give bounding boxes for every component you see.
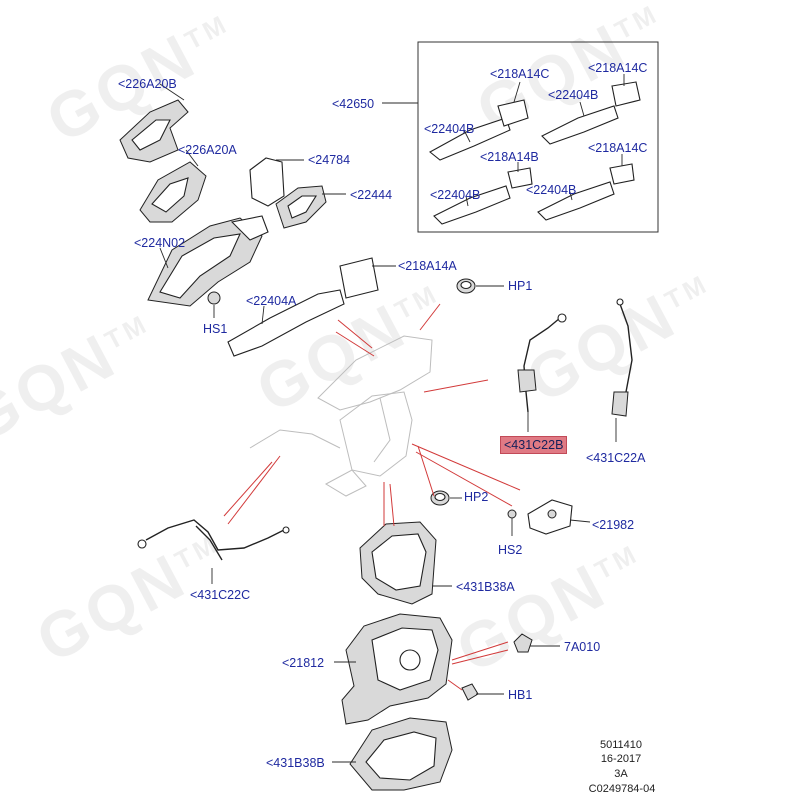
part-HS2: [507, 509, 517, 536]
ghost-door-assembly: [249, 335, 433, 497]
part-HP2: [430, 490, 462, 506]
label-kit-218A14B: <218A14B: [480, 150, 539, 164]
label-HB1: HB1: [508, 688, 533, 702]
part-24784: [249, 157, 304, 207]
label-kit-22404B-2: <22404B: [548, 88, 599, 102]
part-224N02: [147, 215, 269, 307]
label-431B38A: <431B38A: [456, 580, 515, 594]
part-431B38B: [332, 717, 453, 791]
label-kit-218A14C-2: <218A14C: [588, 61, 648, 75]
part-7A010: [513, 633, 560, 653]
label-226A20B: <226A20B: [118, 77, 177, 91]
label-kit-22404B-1: <22404B: [424, 122, 475, 136]
label-431B38B: <431B38B: [266, 756, 325, 770]
label-kit-22404B-4: <22404B: [526, 183, 577, 197]
label-21982: <21982: [592, 518, 635, 532]
part-kit-handle-3: [433, 162, 533, 225]
part-21812: [334, 613, 453, 725]
label-HS2: HS2: [498, 543, 523, 557]
label-24784: <24784: [308, 153, 351, 167]
part-21982: [527, 499, 591, 535]
part-HB1: [461, 683, 504, 701]
label-kit-22404B-3: <22404B: [430, 188, 481, 202]
diagram-revision: 3A: [614, 768, 628, 780]
diagram-date: 16-2017: [600, 753, 642, 765]
label-226A20A: <226A20A: [178, 143, 237, 157]
part-kit-handle-1: [429, 81, 529, 161]
label-22404A: <22404A: [246, 294, 297, 308]
label-431C22A: <431C22A: [586, 451, 646, 465]
label-kit-218A14C-1: <218A14C: [490, 67, 550, 81]
label-HP2: HP2: [464, 490, 489, 504]
label-kit-218A14C-3: <218A14C: [588, 141, 648, 155]
part-HS1: [207, 291, 221, 318]
diagram-code: 5011410: [599, 739, 642, 751]
diagram-reference: C0249784-04: [588, 783, 656, 795]
part-431C22B: [517, 313, 567, 432]
kit-42650-box: [417, 41, 659, 233]
label-431C22C: <431C22C: [190, 588, 251, 602]
label-HP1: HP1: [508, 279, 533, 293]
label-42650: <42650: [332, 97, 375, 111]
part-431C22C: [137, 519, 290, 584]
label-21812: <21812: [282, 656, 325, 670]
part-kit-handle-2: [541, 74, 641, 145]
part-431C22A: [611, 298, 633, 442]
part-431B38A: [359, 521, 452, 605]
part-HP1: [456, 278, 504, 294]
label-431C22B-highlighted: <431C22B: [500, 436, 568, 454]
part-kit-handle-4: [537, 154, 635, 221]
part-22444: [275, 185, 346, 229]
label-22444: <22444: [350, 188, 393, 202]
label-7A010: 7A010: [564, 640, 601, 654]
label-218A14A: <218A14A: [398, 259, 457, 273]
part-226A20A: [139, 149, 207, 223]
part-22404A: [227, 289, 345, 357]
label-HS1: HS1: [203, 322, 228, 336]
red-leaders: [223, 303, 521, 691]
part-218A14A: [339, 257, 396, 299]
part-226A20B: [119, 83, 189, 163]
label-224N02: <224N02: [134, 236, 186, 250]
